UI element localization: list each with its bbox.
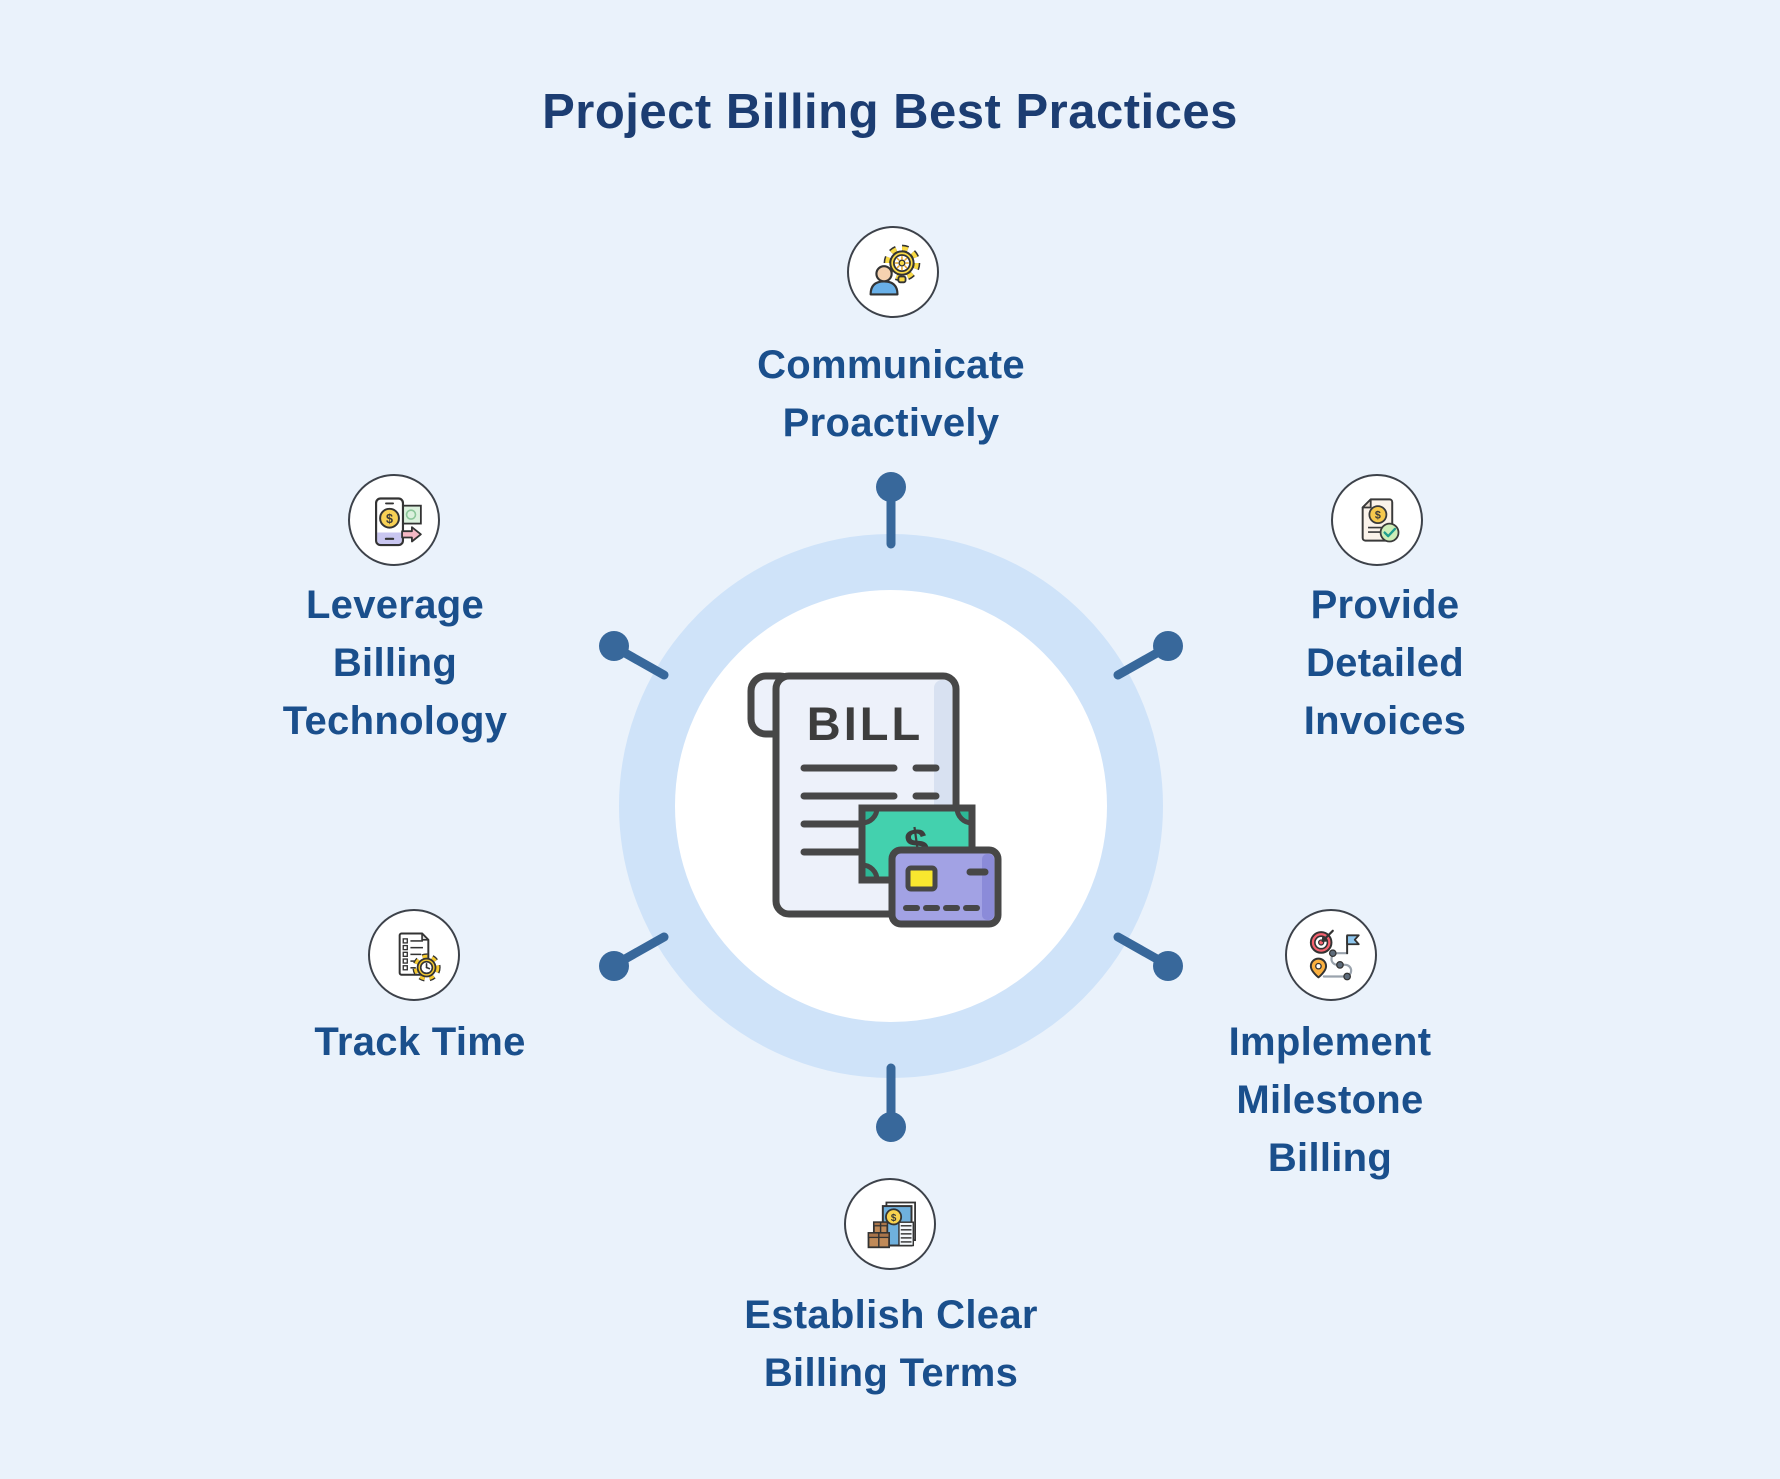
bill-label: BILL xyxy=(807,697,923,750)
svg-text:$: $ xyxy=(1375,510,1381,522)
svg-text:$: $ xyxy=(891,1213,897,1224)
label-provide-detailed-invoices: Provide Detailed Invoices xyxy=(1303,583,1467,743)
billing-terms-boxes-icon: $ xyxy=(844,1178,936,1270)
spoke-lower-right xyxy=(1113,932,1183,981)
spoke-bottom xyxy=(876,1063,906,1142)
svg-text:$: $ xyxy=(386,512,393,526)
spoke-upper-left xyxy=(599,631,669,680)
bill-money-credit-card-icon: BILL $ xyxy=(747,672,1002,928)
central-bill-illustration: BILL $ xyxy=(746,666,1006,936)
connector-dot xyxy=(599,951,629,981)
label-communicate-proactively: Communicate Proactively xyxy=(757,343,1025,445)
label-leverage-billing-technology: Leverage Billing Technology xyxy=(282,583,508,743)
spoke-upper-right xyxy=(1113,631,1183,680)
mobile-billing-icon: $ xyxy=(348,474,440,566)
connector-dot xyxy=(876,472,906,502)
spoke-top xyxy=(876,472,906,549)
connector-dot xyxy=(1153,631,1183,661)
label-establish-clear-billing-terms: Establish Clear Billing Terms xyxy=(744,1293,1038,1395)
connector-dot xyxy=(1153,951,1183,981)
label-track-time: Track Time xyxy=(314,1020,526,1064)
timesheet-gear-clock-icon xyxy=(368,909,460,1001)
connector-dot xyxy=(599,631,629,661)
connector-dot xyxy=(876,1112,906,1142)
milestone-roadmap-icon xyxy=(1285,909,1377,1001)
invoice-check-icon: $ xyxy=(1331,474,1423,566)
page-title: Project Billing Best Practices xyxy=(542,85,1238,139)
label-implement-milestone-billing: Implement Milestone Billing xyxy=(1228,1020,1432,1180)
person-idea-gear-icon xyxy=(847,226,939,318)
spoke-lower-left xyxy=(599,932,669,981)
